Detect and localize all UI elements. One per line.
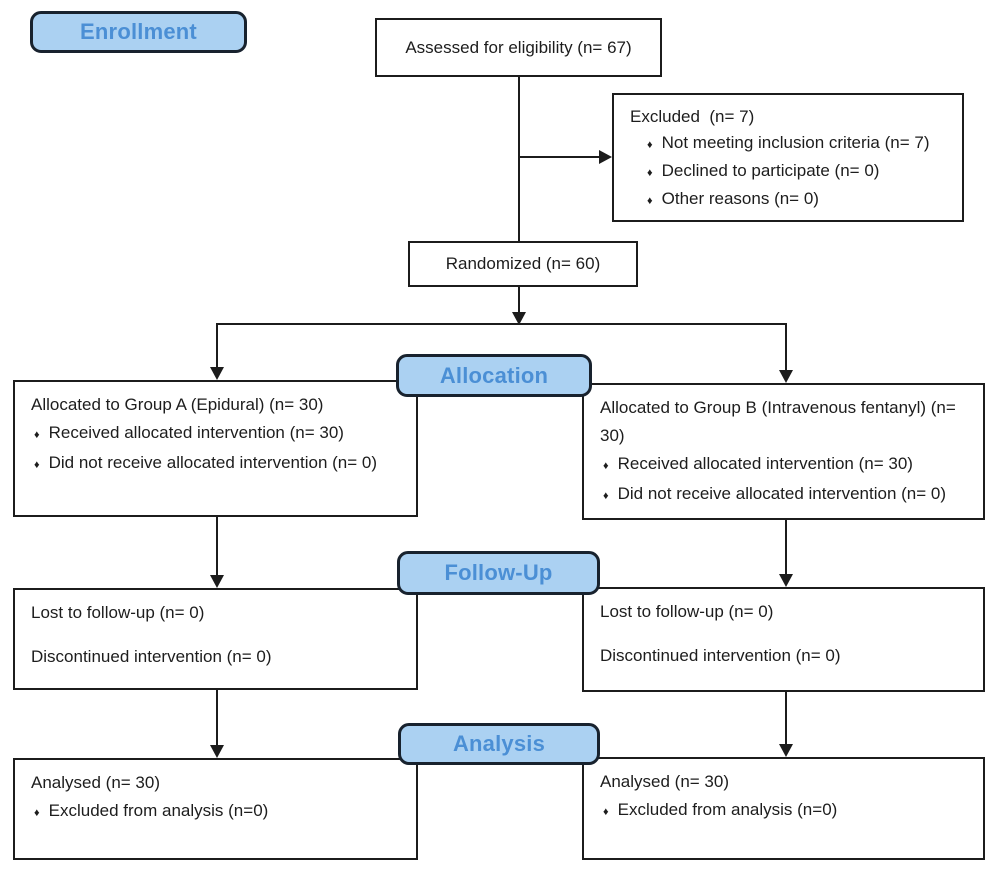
allocation-b-title: Allocated to Group B (Intravenous fentan… bbox=[600, 398, 961, 445]
diamond-bullet-icon: ♦ bbox=[34, 429, 40, 441]
analysis-b-bullet-text: Excluded from analysis (n=0) bbox=[617, 800, 838, 819]
arrow-down-analysis-b-icon bbox=[779, 744, 793, 757]
connector-alloc-a-to-followup-a bbox=[216, 517, 218, 576]
arrow-down-group-a-icon bbox=[210, 367, 224, 380]
excluded-bullet-text: Not meeting inclusion criteria (n= 7) bbox=[661, 133, 930, 152]
analysis-group-b-box: Analysed (n= 30) ♦ Excluded from analysi… bbox=[582, 757, 985, 860]
randomized-box: Randomized (n= 60) bbox=[408, 241, 638, 287]
followup-group-a-box: Lost to follow-up (n= 0) Discontinued in… bbox=[13, 588, 418, 690]
arrow-down-followup-b-icon bbox=[779, 574, 793, 587]
diamond-bullet-icon: ♦ bbox=[34, 807, 40, 819]
excluded-bullet: ♦ Declined to participate (n= 0) bbox=[630, 158, 948, 186]
followup-b-line: Discontinued intervention (n= 0) bbox=[600, 646, 841, 665]
excluded-bullet: ♦ Not meeting inclusion criteria (n= 7) bbox=[630, 130, 948, 158]
followup-a-line: Lost to follow-up (n= 0) bbox=[31, 603, 205, 622]
diamond-bullet-icon: ♦ bbox=[647, 195, 653, 207]
allocation-a-title: Allocated to Group A (Epidural) (n= 30) bbox=[31, 395, 324, 414]
arrow-down-group-b-icon bbox=[779, 370, 793, 383]
branch-horizontal-line bbox=[216, 323, 787, 325]
analysis-a-bullet: ♦ Excluded from analysis (n=0) bbox=[31, 797, 402, 827]
diamond-bullet-icon: ♦ bbox=[603, 460, 609, 472]
allocation-a-bullet-text: Did not receive allocated intervention (… bbox=[48, 453, 378, 472]
excluded-bullet: ♦ Other reasons (n= 0) bbox=[630, 186, 948, 214]
excluded-title: Excluded (n= 7) bbox=[630, 107, 755, 126]
analysis-stage-label: Analysis bbox=[398, 723, 600, 765]
connector-assessed-to-randomized bbox=[518, 77, 520, 241]
connector-randomized-to-branch bbox=[518, 287, 520, 314]
followup-a-line: Discontinued intervention (n= 0) bbox=[31, 647, 272, 666]
connector-alloc-b-to-followup-b bbox=[785, 520, 787, 575]
excluded-bullet-text: Other reasons (n= 0) bbox=[661, 189, 819, 208]
diamond-bullet-icon: ♦ bbox=[603, 490, 609, 502]
arrow-right-excluded-icon bbox=[599, 150, 612, 164]
diamond-bullet-icon: ♦ bbox=[647, 167, 653, 179]
randomized-text: Randomized (n= 60) bbox=[445, 254, 601, 273]
allocation-group-a-box: Allocated to Group A (Epidural) (n= 30) … bbox=[13, 380, 418, 517]
excluded-bullet-text: Declined to participate (n= 0) bbox=[661, 161, 880, 180]
followup-stage-label: Follow-Up bbox=[397, 551, 600, 595]
allocation-b-bullet: ♦ Received allocated intervention (n= 30… bbox=[600, 450, 969, 480]
arrow-down-followup-a-icon bbox=[210, 575, 224, 588]
arrow-down-analysis-a-icon bbox=[210, 745, 224, 758]
enrollment-stage-label: Enrollment bbox=[30, 11, 247, 53]
connector-followup-b-to-analysis-b bbox=[785, 692, 787, 745]
connector-branch-to-group-a bbox=[216, 324, 218, 368]
analysis-a-title: Analysed (n= 30) bbox=[31, 773, 160, 792]
allocation-b-bullet-text: Received allocated intervention (n= 30) bbox=[617, 454, 913, 473]
allocation-a-bullet: ♦ Received allocated intervention (n= 30… bbox=[31, 419, 402, 449]
allocation-a-bullet: ♦ Did not receive allocated intervention… bbox=[31, 449, 402, 479]
assessed-eligibility-text: Assessed for eligibility (n= 67) bbox=[405, 37, 632, 57]
allocation-b-bullet-text: Did not receive allocated intervention (… bbox=[617, 484, 947, 503]
followup-b-line: Lost to follow-up (n= 0) bbox=[600, 602, 774, 621]
allocation-b-bullet: ♦ Did not receive allocated intervention… bbox=[600, 480, 969, 510]
allocation-a-bullet-text: Received allocated intervention (n= 30) bbox=[48, 423, 344, 442]
analysis-a-bullet-text: Excluded from analysis (n=0) bbox=[48, 801, 269, 820]
excluded-box: Excluded (n= 7) ♦ Not meeting inclusion … bbox=[612, 93, 964, 222]
allocation-group-b-box: Allocated to Group B (Intravenous fentan… bbox=[582, 383, 985, 520]
connector-followup-a-to-analysis-a bbox=[216, 690, 218, 746]
connector-branch-to-group-b bbox=[785, 324, 787, 371]
assessed-eligibility-box: Assessed for eligibility (n= 67) bbox=[375, 18, 662, 77]
allocation-stage-label: Allocation bbox=[396, 354, 592, 397]
diamond-bullet-icon: ♦ bbox=[647, 139, 653, 151]
analysis-b-bullet: ♦ Excluded from analysis (n=0) bbox=[600, 796, 969, 826]
diamond-bullet-icon: ♦ bbox=[603, 806, 609, 818]
followup-group-b-box: Lost to follow-up (n= 0) Discontinued in… bbox=[582, 587, 985, 692]
arrow-down-branch-icon bbox=[512, 312, 526, 325]
connector-to-excluded bbox=[519, 156, 600, 158]
analysis-b-title: Analysed (n= 30) bbox=[600, 772, 729, 791]
analysis-group-a-box: Analysed (n= 30) ♦ Excluded from analysi… bbox=[13, 758, 418, 860]
diamond-bullet-icon: ♦ bbox=[34, 459, 40, 471]
